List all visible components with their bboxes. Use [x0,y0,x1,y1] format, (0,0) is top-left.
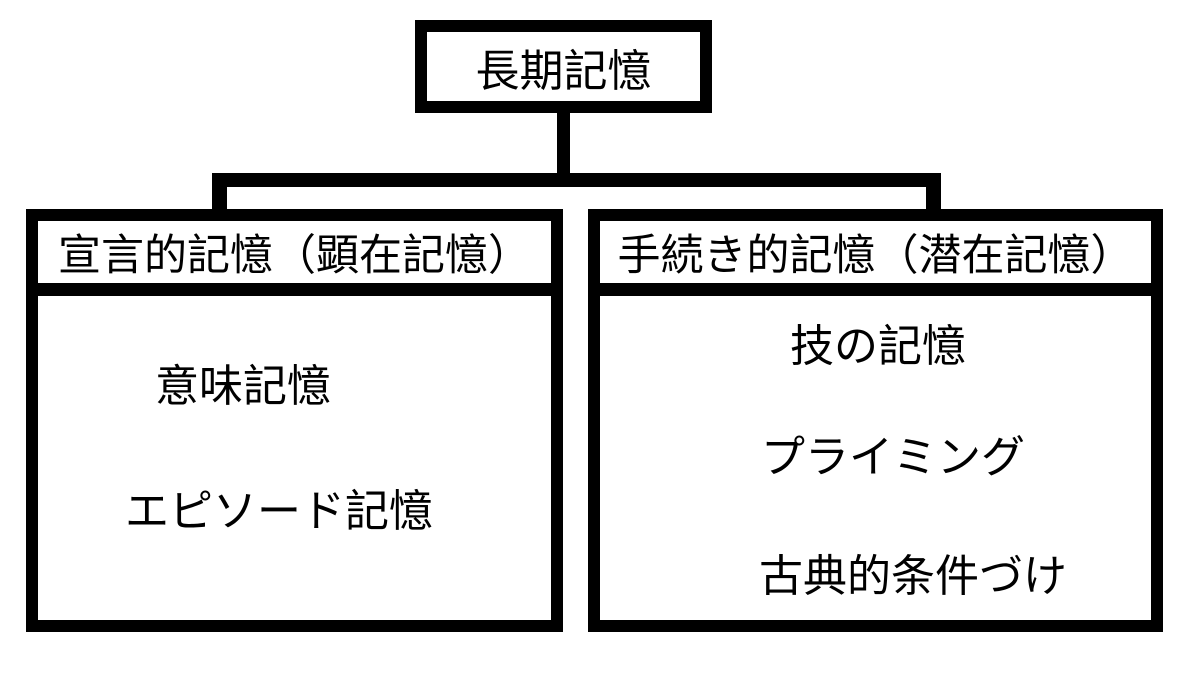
connector-left-stub [212,187,227,211]
list-item-skill-memory: 技の記憶 [790,322,966,371]
root-node-long-term-memory: 長期記憶 [415,20,712,113]
connector-root-vertical [557,110,570,173]
declarative-memory-header: 宣言的記憶（顕在記憶） [38,221,551,296]
list-item-semantic-memory: 意味記憶 [155,362,331,411]
connector-right-stub [926,187,941,211]
procedural-memory-header: 手続き的記憶（潜在記憶） [600,221,1151,296]
declarative-memory-body: 意味記憶 エピソード記憶 [38,296,551,620]
declarative-memory-header-label: 宣言的記憶（顕在記憶） [58,232,531,280]
list-item-classical-conditioning: 古典的条件づけ [759,552,1067,601]
procedural-memory-body: 技の記憶 プライミング 古典的条件づけ [600,296,1151,620]
declarative-memory-box: 宣言的記憶（顕在記憶） 意味記憶 エピソード記憶 [26,209,563,632]
procedural-memory-box: 手続き的記憶（潜在記憶） 技の記憶 プライミング 古典的条件づけ [588,209,1163,632]
root-node-label: 長期記憶 [475,46,652,96]
connector-horizontal-bar [212,173,941,187]
procedural-memory-header-label: 手続き的記憶（潜在記憶） [617,232,1134,280]
list-item-priming: プライミング [761,433,1025,482]
list-item-episodic-memory: エピソード記憶 [125,487,433,536]
